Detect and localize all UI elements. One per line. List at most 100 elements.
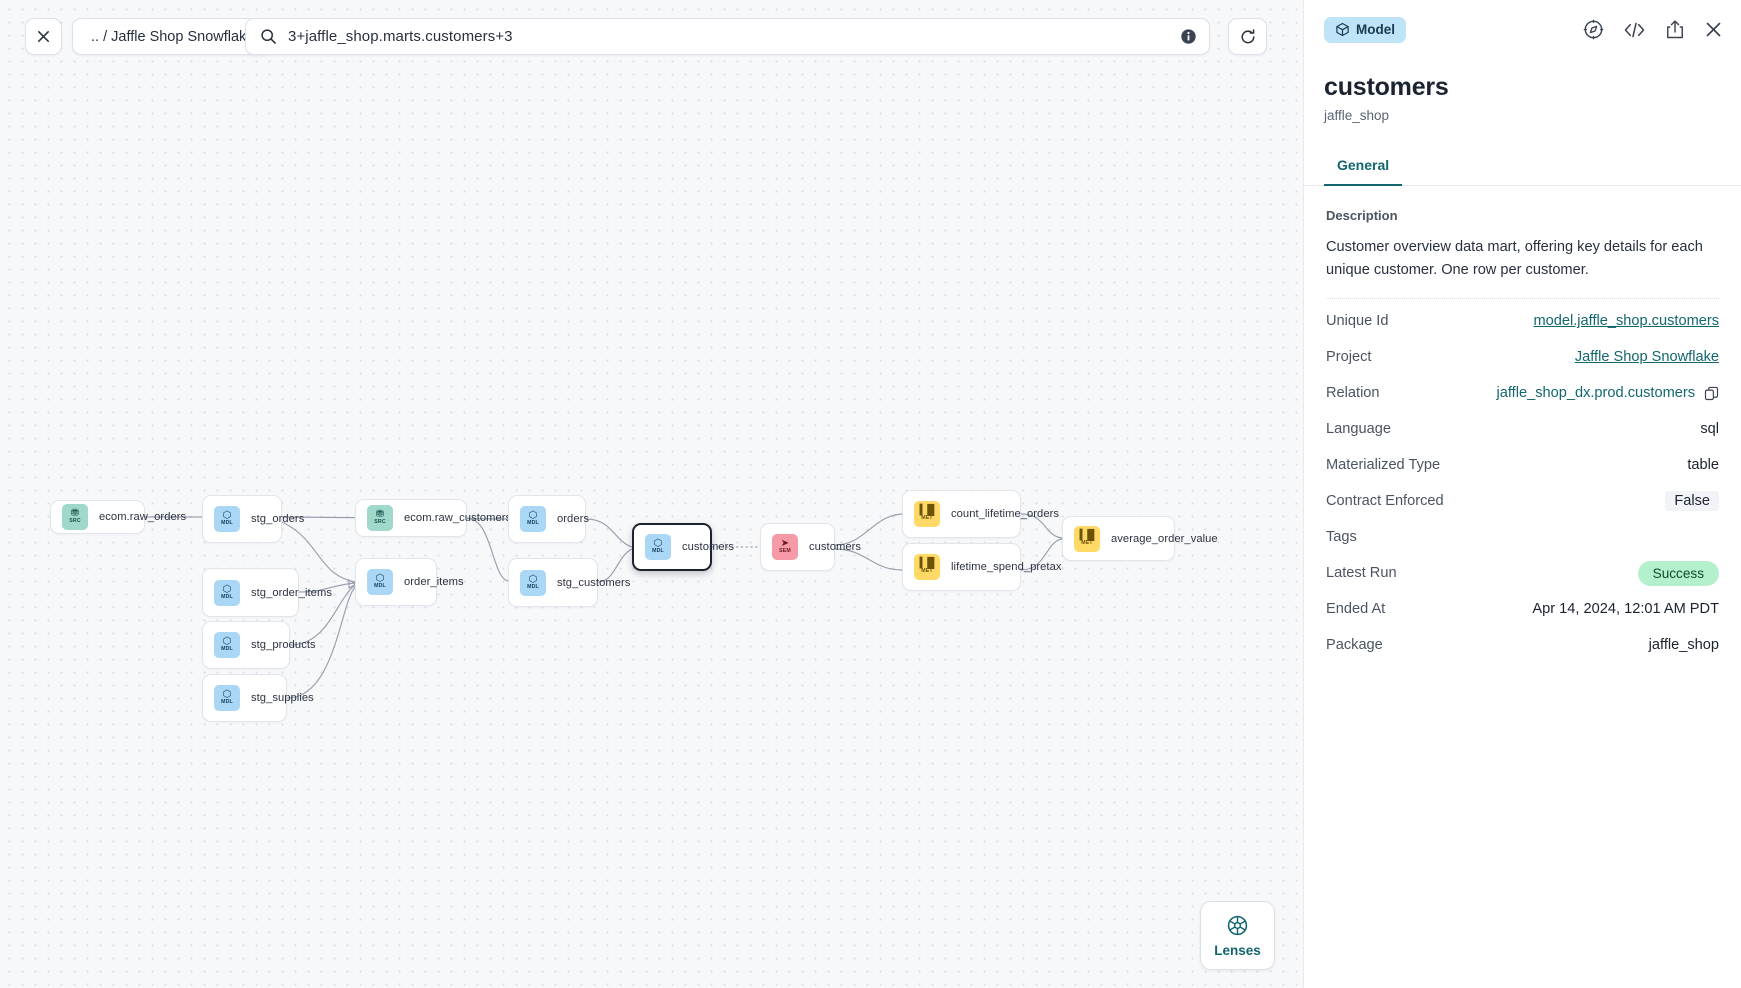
lenses-label: Lenses [1214,942,1261,958]
property-row: Materialized Type table [1326,447,1719,483]
mdl-badge-icon: ⬡MDL [367,569,393,595]
property-value[interactable]: Jaffle Shop Snowflake [1574,349,1719,366]
badge-abbr: MET [1081,539,1093,546]
node-type-label: Model [1356,22,1395,37]
aperture-icon [1227,915,1248,935]
property-value: False [1665,491,1719,512]
close-lineage-button[interactable] [25,18,62,55]
sem-badge-icon: ➤SEM [772,534,798,560]
property-value-wrap: Jaffle Shop Snowflake [1575,349,1719,365]
property-value[interactable]: model.jaffle_shop.customers [1533,313,1720,330]
lenses-button[interactable]: Lenses [1200,901,1275,970]
property-value[interactable]: jaffle_shop_dx.prod.customers [1496,385,1695,402]
property-value-wrap: table [1687,457,1719,473]
property-value-wrap: Apr 14, 2024, 12:01 AM PDT [1532,601,1719,617]
graph-node-stg_order_items[interactable]: ⬡MDL stg_order_items [202,568,332,617]
badge-abbr: MDL [527,520,539,527]
tab-general[interactable]: General [1324,149,1403,186]
graph-node-order_items[interactable]: ⬡MDL order_items [355,558,464,606]
graph-node-customers_semantic[interactable]: ➤SEM customers [760,523,861,571]
lineage-search[interactable]: 3+jaffle_shop.marts.customers+3 [245,18,1210,55]
node-type-chip[interactable]: Model [1324,16,1406,43]
met-badge-icon: ▍█MET [914,501,940,527]
page-title: customers [1324,73,1449,101]
graph-node-average_order_value[interactable]: ▍█MET average_order_value [1062,516,1218,561]
refresh-button[interactable] [1228,18,1267,55]
description-text: Customer overview data mart, offering ke… [1326,239,1703,278]
graph-node-label: stg_order_items [251,586,332,599]
breadcrumb[interactable]: .. / Jaffle Shop Snowflake [72,18,274,55]
mdl-badge-icon: ⬡MDL [520,506,546,532]
badge-abbr: MDL [221,646,233,653]
mdl-badge-icon: ⬡MDL [520,569,546,596]
panel-actions [1583,19,1723,40]
graph-node-label: stg_orders [251,513,305,525]
met-badge-icon: ▍█MET [1074,525,1100,552]
property-value-wrap: sql [1700,421,1719,437]
badge-abbr: MDL [221,520,233,527]
graph-node-customers_model[interactable]: ⬡MDL customers [632,523,734,571]
graph-node-label: lifetime_spend_pretax [951,561,1062,573]
graph-node-label: average_order_value [1111,532,1218,545]
close-panel-icon[interactable] [1704,20,1723,39]
property-key: Tags [1326,529,1357,546]
graph-node-label: order_items [404,576,464,588]
close-icon [38,31,49,42]
property-value-wrap: False [1665,491,1719,512]
breadcrumb-label: .. / Jaffle Shop Snowflake [91,28,255,45]
badge-abbr: MDL [374,583,386,590]
graph-node-stg_supplies[interactable]: ⬡MDL stg_supplies [202,674,314,722]
cube-icon [1336,22,1349,37]
graph-node-label: count_lifetime_orders [951,508,1060,520]
mdl-badge-icon: ⬡MDL [214,579,240,606]
src-badge-icon: ⛃SRC [62,504,88,530]
property-value: table [1687,457,1719,474]
graph-node-label: stg_supplies [251,692,314,704]
badge-abbr: MDL [221,699,233,706]
mdl-badge-icon: ⬡MDL [214,685,240,711]
panel-tabs: General [1304,149,1741,186]
graph-node-label: stg_products [251,639,316,651]
property-key: Materialized Type [1326,457,1441,474]
share-icon[interactable] [1665,19,1685,40]
description-label: Description [1326,208,1398,223]
panel-body: Description Customer overview data mart,… [1304,186,1741,663]
badge-abbr: SRC [374,519,386,526]
divider [1326,298,1719,300]
property-value: Apr 14, 2024, 12:01 AM PDT [1532,601,1719,618]
graph-node-label: customers [809,541,862,553]
code-icon[interactable] [1623,20,1646,40]
property-value-wrap: Success [1637,560,1719,586]
property-row: Tags [1326,519,1719,555]
property-value-wrap: model.jaffle_shop.customers [1534,313,1720,329]
graph-node-count_lifetime_orders[interactable]: ▍█MET count_lifetime_orders [902,490,1059,538]
badge-abbr: SRC [69,518,81,525]
graph-node-label: customers [682,541,735,553]
mdl-badge-icon: ⬡MDL [645,534,671,560]
src-badge-icon: ⛃SRC [367,505,393,531]
page-subtitle: jaffle_shop [1324,108,1390,123]
info-icon[interactable] [1180,28,1197,45]
search-input[interactable]: 3+jaffle_shop.marts.customers+3 [288,28,513,45]
explore-icon[interactable] [1583,19,1604,40]
refresh-icon [1240,28,1255,43]
copy-icon[interactable] [1704,386,1719,401]
